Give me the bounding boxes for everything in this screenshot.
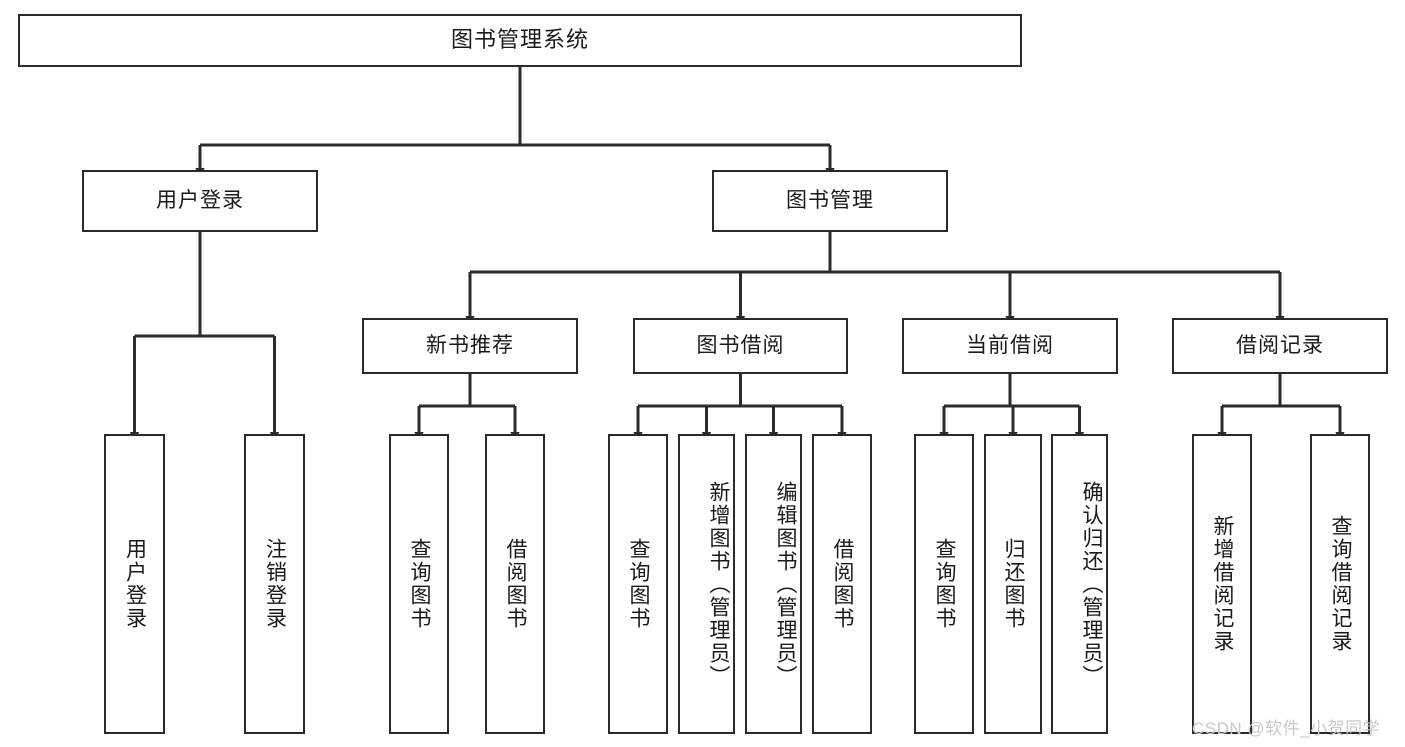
node-label: 查询图书 bbox=[408, 538, 431, 630]
node-current-borrow[interactable]: 当前借阅 bbox=[902, 318, 1118, 374]
node-leaf-logout[interactable]: 注销登录 bbox=[244, 434, 305, 734]
node-label: 当前借阅 bbox=[966, 334, 1054, 358]
node-book-management[interactable]: 图书管理 bbox=[712, 170, 948, 232]
node-new-book-recommend[interactable]: 新书推荐 bbox=[362, 318, 578, 374]
node-book-borrow[interactable]: 图书借阅 bbox=[633, 318, 848, 374]
node-label: 新书推荐 bbox=[426, 334, 514, 358]
node-label: 编辑图书（管理员） bbox=[774, 480, 797, 688]
node-leaf-query-books-borrow[interactable]: 查询图书 bbox=[608, 434, 668, 734]
node-leaf-borrow-books-rec[interactable]: 借阅图书 bbox=[485, 434, 545, 734]
node-leaf-user-login[interactable]: 用户登录 bbox=[104, 434, 165, 734]
node-label: 用户登录 bbox=[156, 189, 244, 213]
node-label: 借阅图书 bbox=[831, 538, 854, 630]
node-leaf-return-books[interactable]: 归还图书 bbox=[984, 434, 1042, 734]
node-label: 查询图书 bbox=[933, 538, 956, 630]
node-leaf-confirm-return-admin[interactable]: 确认归还（管理员） bbox=[1051, 434, 1108, 734]
node-label: 新增图书（管理员） bbox=[707, 480, 730, 688]
node-label: 借阅记录 bbox=[1236, 334, 1324, 358]
node-label: 借阅图书 bbox=[504, 538, 527, 630]
node-leaf-query-books-rec[interactable]: 查询图书 bbox=[389, 434, 449, 734]
node-label: 图书借阅 bbox=[696, 334, 785, 358]
node-label: 查询借阅记录 bbox=[1329, 515, 1352, 653]
node-leaf-borrow-books[interactable]: 借阅图书 bbox=[812, 434, 872, 734]
node-borrow-records[interactable]: 借阅记录 bbox=[1172, 318, 1388, 374]
node-label: 归还图书 bbox=[1002, 538, 1025, 630]
node-label: 图书管理系统 bbox=[450, 27, 589, 53]
node-label: 查询图书 bbox=[627, 538, 650, 630]
node-leaf-query-books-current[interactable]: 查询图书 bbox=[914, 434, 974, 734]
node-label: 图书管理 bbox=[786, 189, 874, 213]
node-label: 注销登录 bbox=[263, 538, 287, 630]
node-label: 用户登录 bbox=[123, 538, 147, 630]
node-leaf-edit-book-admin[interactable]: 编辑图书（管理员） bbox=[745, 434, 802, 734]
node-leaf-query-borrow-record[interactable]: 查询借阅记录 bbox=[1310, 434, 1370, 734]
node-leaf-add-borrow-record[interactable]: 新增借阅记录 bbox=[1192, 434, 1252, 734]
node-root[interactable]: 图书管理系统 bbox=[18, 14, 1022, 67]
node-label: 确认归还（管理员） bbox=[1080, 480, 1103, 688]
node-user-login[interactable]: 用户登录 bbox=[82, 170, 318, 232]
node-label: 新增借阅记录 bbox=[1211, 515, 1234, 653]
node-leaf-add-book-admin[interactable]: 新增图书（管理员） bbox=[678, 434, 735, 734]
